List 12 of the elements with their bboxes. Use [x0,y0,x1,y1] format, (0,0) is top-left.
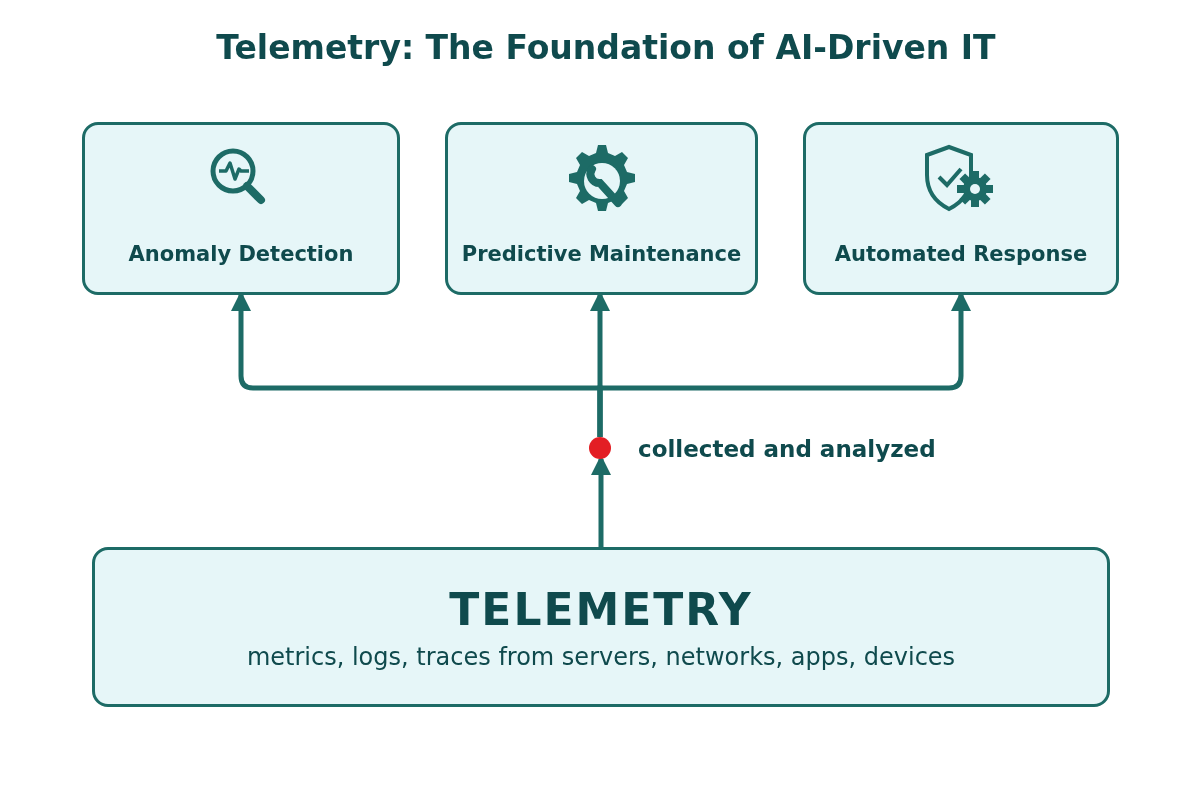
process-box [445,122,758,295]
diagram-title: Telemetry: The Foundation of AI-Driven IT [215,28,997,67]
node-description: metrics, logs, traces from servers, networks, apps, devices [246,642,956,671]
node-label: Anomaly Detection [128,242,354,266]
source-box [92,547,1110,707]
node-label: Predictive Maintenance [461,242,742,266]
node-caption: collected and analyzed [638,436,936,462]
node-label: Automated Response [834,242,1088,266]
node-heading: TELEMETRY [449,583,753,635]
process-box [82,122,400,295]
process-box [803,122,1119,295]
junction-dot [589,437,611,459]
